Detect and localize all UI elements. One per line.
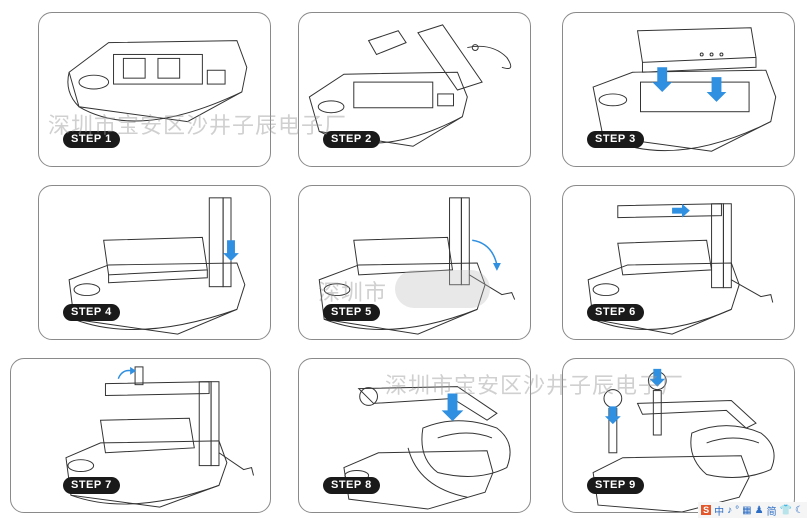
down-arrow-icon (223, 240, 239, 262)
step-label: STEP 3 (587, 131, 644, 148)
ime-toolbar[interactable]: S 中 ♪ ° ▦ ♟ 简 👕 ☾ (698, 502, 807, 518)
step-label: STEP 2 (323, 131, 380, 148)
watermark-logo (395, 270, 490, 308)
step-panel-2: STEP 2 (298, 12, 531, 167)
step-label: STEP 4 (63, 304, 120, 321)
ime-tool-icon[interactable]: 简 (766, 506, 777, 518)
step-panel-5: STEP 5 (298, 185, 531, 340)
ime-tool-icon[interactable]: ♪ (727, 504, 733, 516)
right-arrow-icon (672, 203, 690, 218)
watermark-text: 深圳市宝安区沙井子辰电子厂 (385, 373, 685, 398)
ime-chinese-mode[interactable]: 中 (714, 506, 725, 518)
step-panel-1: STEP 1 (38, 12, 271, 167)
watermark-text: 深圳市宝安区沙井子辰电子厂 (48, 113, 348, 138)
step-label: STEP 8 (323, 477, 380, 494)
ime-tool-icon[interactable]: ♟ (754, 504, 764, 516)
place-controllers-illustration (592, 368, 775, 512)
step-label: STEP 7 (63, 477, 120, 494)
step-panel-6: STEP 6 (562, 185, 795, 340)
step-panel-4: STEP 4 (38, 185, 271, 340)
ime-tool-icon[interactable]: 👕 (779, 504, 793, 516)
watermark-text: 深圳市 (318, 280, 388, 305)
step-label: STEP 5 (323, 304, 380, 321)
ime-tool-icon[interactable]: ▦ (742, 504, 752, 516)
step-label: STEP 6 (587, 304, 644, 321)
dock-base-illustration (67, 40, 248, 123)
step-label: STEP 1 (63, 131, 120, 148)
ime-tool-icon[interactable]: ° (735, 504, 740, 516)
step-panel-9: STEP 9 (562, 358, 795, 513)
curved-arrow-icon (472, 239, 498, 266)
down-arrow-icon (652, 67, 673, 92)
step-panel-8: STEP 8 (298, 358, 531, 513)
ime-logo-icon[interactable]: S (701, 505, 712, 515)
step-label: STEP 9 (587, 477, 644, 494)
insert-stand-illustration (68, 197, 246, 335)
down-arrow-icon (604, 406, 621, 425)
fold-leg-illustration (318, 197, 516, 335)
step-panel-7: STEP 7 (10, 358, 271, 513)
ime-tool-icon[interactable]: ☾ (795, 504, 804, 516)
raise-holder-illustration (65, 366, 255, 508)
place-headset-illustration (343, 386, 511, 510)
curved-arrow-icon (117, 369, 133, 380)
attach-arm-illustration (587, 203, 774, 335)
down-arrow-icon (706, 77, 727, 102)
down-arrow-icon (441, 393, 464, 422)
step-panel-3: STEP 3 (562, 12, 795, 167)
